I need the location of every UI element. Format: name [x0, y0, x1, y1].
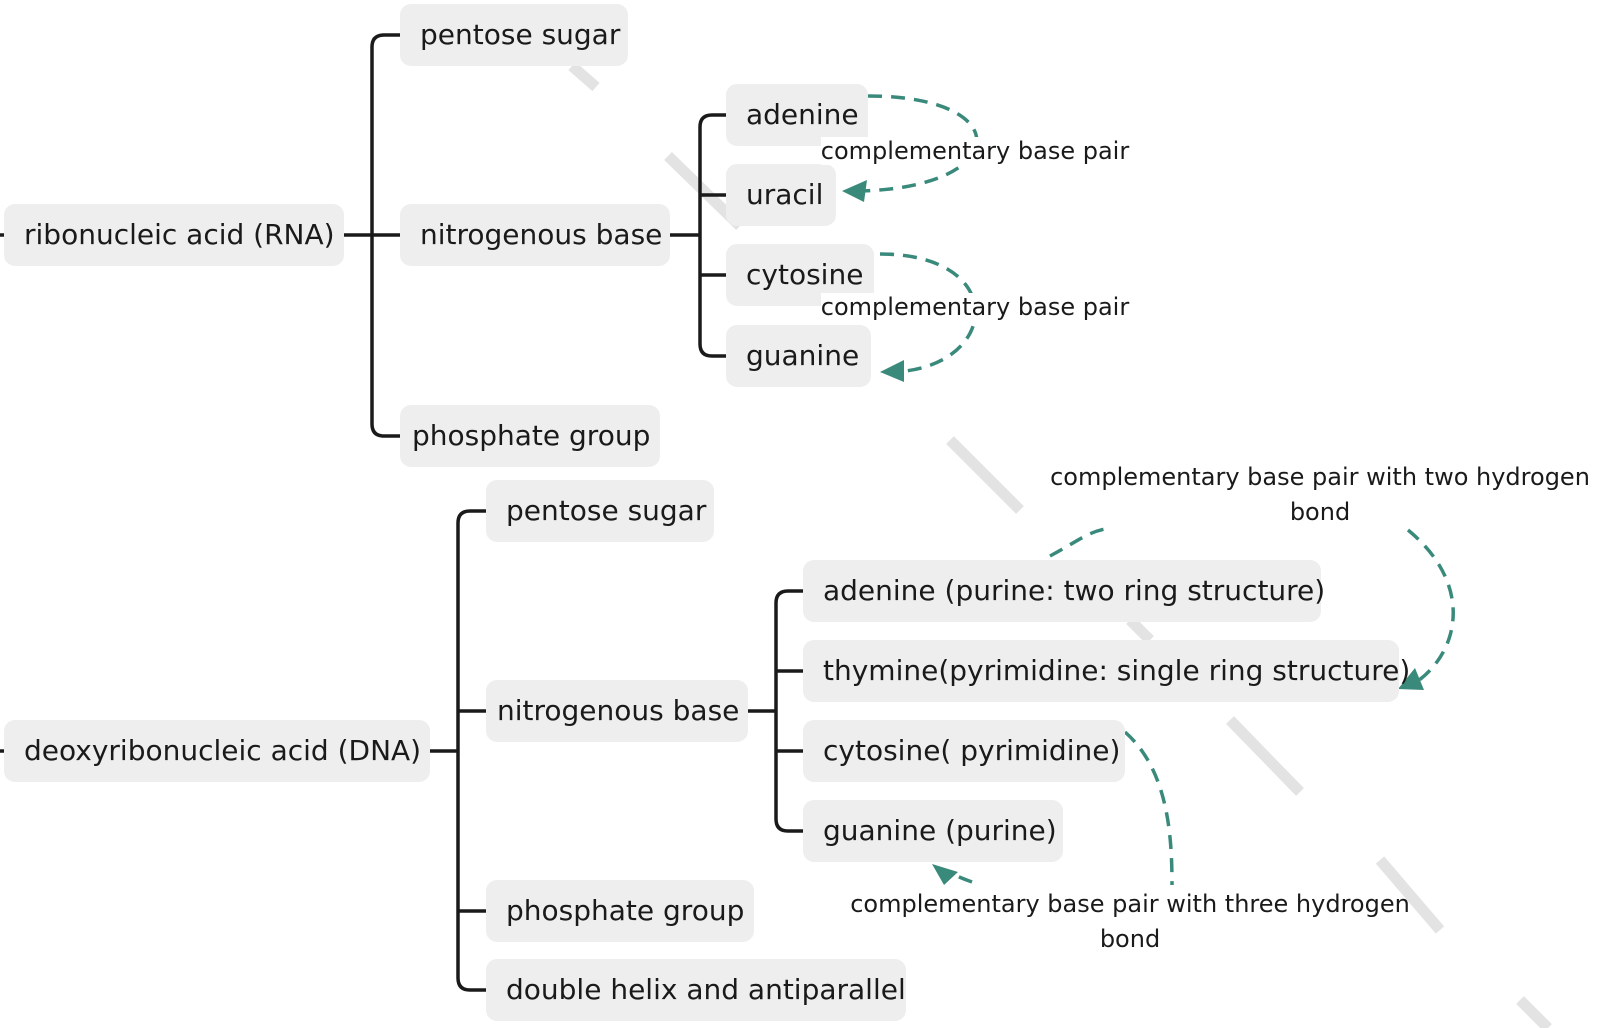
- dna-phosphate-node[interactable]: phosphate group: [486, 880, 754, 942]
- dna-helix-node[interactable]: double helix and antiparallel: [486, 959, 906, 1021]
- relation-label-dna-cg: complementary base pair with three hydro…: [830, 887, 1430, 957]
- dna-root-node[interactable]: deoxyribonucleic acid (DNA): [4, 720, 430, 782]
- rna-phosphate-node[interactable]: phosphate group: [400, 405, 660, 467]
- arrowhead-rna-uracil: [842, 180, 867, 202]
- rna-adenine-node[interactable]: adenine: [726, 84, 868, 146]
- relation-label-line: bond: [1099, 925, 1161, 953]
- relation-label-text: complementary base pair: [820, 137, 1130, 165]
- relation-label-text: complementary base pair: [820, 293, 1130, 321]
- dna-pentose-node[interactable]: pentose sugar: [486, 480, 714, 542]
- dna-adenine-node[interactable]: adenine (purine: two ring structure): [803, 560, 1325, 622]
- rna-connectors: [0, 33, 726, 438]
- relation-label-line: bond: [1289, 498, 1351, 526]
- dna-guanine-node[interactable]: guanine (purine): [803, 800, 1063, 862]
- dna-cytosine-node[interactable]: cytosine( pyrimidine): [803, 720, 1125, 782]
- relation-label-line: complementary base pair with three hydro…: [850, 890, 1410, 918]
- relation-label-line: complementary base pair with two hydroge…: [1050, 463, 1590, 491]
- relation-arrowheads: [842, 180, 1424, 885]
- dna-base-node[interactable]: nitrogenous base: [486, 680, 748, 742]
- rna-pentose-node[interactable]: pentose sugar: [400, 4, 628, 66]
- relation-curve-rna-au: [854, 94, 979, 193]
- rna-guanine-node[interactable]: guanine: [726, 325, 871, 387]
- arrowhead-dna-thymine: [1398, 668, 1424, 690]
- relation-curve-dna-at: [1049, 526, 1455, 687]
- dna-connectors: [0, 509, 803, 992]
- relation-label-rna-au: complementary base pair: [812, 134, 1138, 169]
- arrowhead-rna-guanine: [880, 360, 904, 382]
- rna-root-node[interactable]: ribonucleic acid (RNA): [4, 204, 344, 266]
- dna-thymine-node[interactable]: thymine(pyrimidine: single ring structur…: [803, 640, 1410, 702]
- relation-label-dna-at: complementary base pair with two hydroge…: [1030, 460, 1608, 530]
- arrowhead-dna-guanine: [932, 864, 958, 885]
- relation-label-rna-cg: complementary base pair: [812, 290, 1138, 325]
- rna-base-node[interactable]: nitrogenous base: [400, 204, 670, 266]
- rna-uracil-node[interactable]: uracil: [726, 164, 836, 226]
